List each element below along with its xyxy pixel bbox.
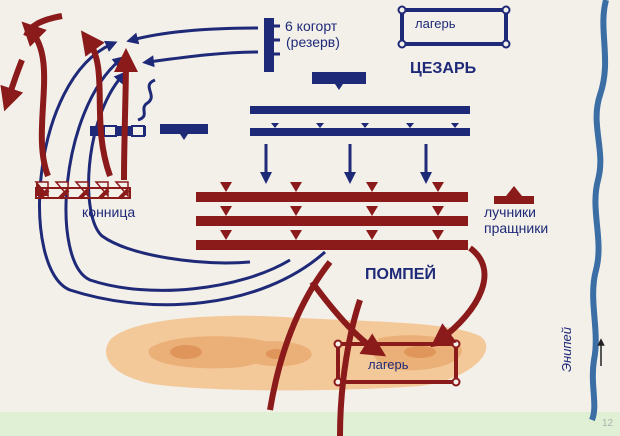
caesar-advance-arrows bbox=[260, 144, 432, 184]
cavalry-label: конница bbox=[82, 204, 136, 220]
pompey-cavalry bbox=[34, 181, 131, 200]
hill bbox=[105, 315, 487, 391]
river-enipeus bbox=[589, 0, 609, 422]
slide-footer-band bbox=[0, 412, 620, 436]
caesar-reserve-cohorts bbox=[264, 18, 280, 72]
caesar-label: ЦЕЗАРЬ bbox=[410, 60, 477, 77]
pompey-label: ПОМПЕЙ bbox=[365, 266, 436, 283]
caesar-camp bbox=[397, 5, 511, 49]
archers-label-line2: пращники bbox=[484, 220, 549, 236]
slide-number: 12 bbox=[602, 418, 614, 429]
pompey-archers bbox=[494, 186, 534, 204]
caesar-movements bbox=[38, 26, 326, 307]
archers-label-line1: лучники bbox=[484, 204, 536, 220]
caesar-front-lines bbox=[250, 106, 470, 136]
caesar-infantry-flank bbox=[160, 124, 208, 140]
reserve-label-line1: 6 когорт bbox=[285, 18, 338, 34]
caesar-camp-label: лагерь bbox=[415, 16, 456, 31]
reserve-label-line2: (резерв) bbox=[286, 34, 340, 50]
pompey-lines bbox=[196, 182, 468, 250]
river-label: Энипей bbox=[559, 326, 575, 373]
pompey-camp bbox=[333, 339, 461, 387]
caesar-cavalry bbox=[90, 125, 146, 137]
pompey-movements bbox=[0, 13, 488, 436]
caesar-third-line bbox=[312, 72, 366, 90]
pompey-camp-label: лагерь bbox=[368, 357, 409, 372]
